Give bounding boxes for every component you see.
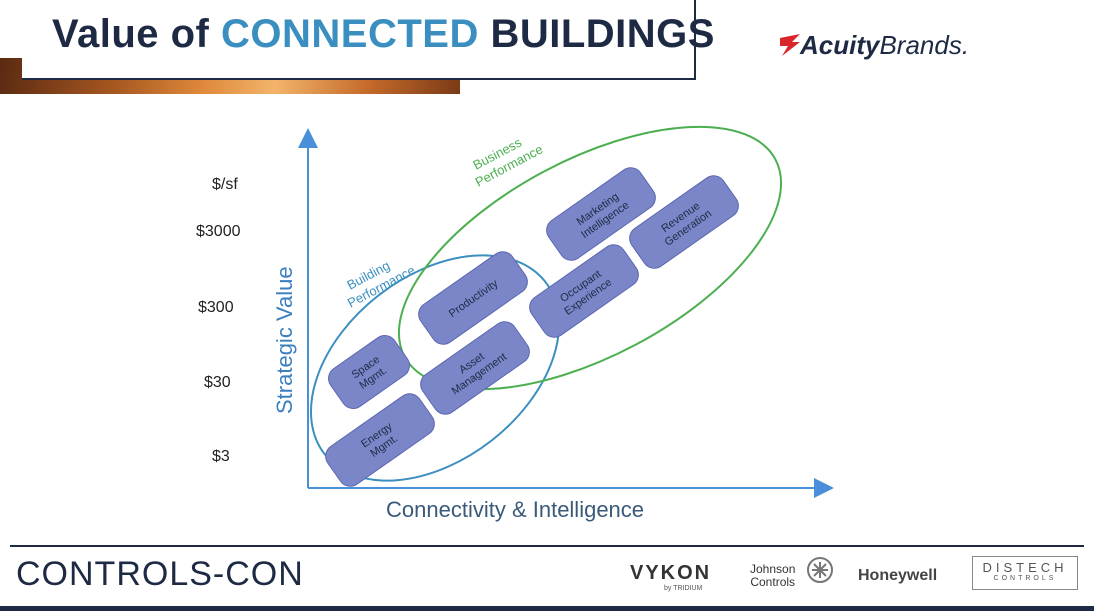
occupant-experience-box: OccupantExperience	[529, 244, 639, 338]
title-suffix: BUILDINGS	[478, 12, 715, 56]
y-tick-3000: $3000	[196, 223, 241, 240]
controls-con-logo: CONTROLS-CON	[16, 555, 304, 593]
acuity-brands-wordmark: AcuityBrands.	[800, 30, 970, 60]
vykon-sub-label: by TRIDIUM	[664, 585, 703, 592]
johnson-controls-logo: Johnson Controls	[750, 563, 795, 589]
distech-controls-logo: DISTECH CONTROLS	[972, 556, 1078, 590]
johnson-line1: Johnson	[750, 562, 796, 576]
building-performance-ellipse	[309, 254, 561, 482]
y-unit-label: $/sf	[212, 176, 238, 193]
johnson-controls-emblem-icon	[807, 557, 833, 583]
page-title: Value of CONNECTED BUILDINGS	[52, 12, 715, 57]
capability-boxes: EnergyMgmt.SpaceMgmt.AssetManagementProd…	[325, 167, 739, 487]
y-axis-label: Strategic Value	[272, 266, 297, 414]
vykon-logo: VYKON	[630, 562, 712, 584]
productivity-box: Productivity	[418, 251, 528, 345]
title-box: Value of CONNECTED BUILDINGS	[22, 0, 714, 80]
johnson-line2: Controls	[750, 575, 796, 589]
footer-divider	[10, 545, 1084, 547]
distech-line2: CONTROLS	[993, 575, 1057, 582]
asset-management-box: AssetManagement	[420, 321, 530, 415]
distech-line1: DISTECH	[982, 560, 1068, 575]
space-mgmt-box: SpaceMgmt.	[328, 335, 410, 409]
business-performance-label: Business Performance	[465, 127, 545, 189]
x-axis-label: Connectivity & Intelligence	[386, 497, 644, 522]
y-tick-3: $3	[212, 448, 230, 465]
energy-mgmt-box: EnergyMgmt.	[325, 393, 435, 487]
acuity-brands-logo: AcuityBrands.	[778, 26, 1018, 66]
y-tick-300: $300	[198, 299, 234, 316]
acuity-swoosh-icon	[780, 34, 800, 56]
honeywell-logo: Honeywell	[858, 567, 938, 584]
revenue-generation-box: RevenueGeneration	[629, 175, 739, 269]
title-accent: CONNECTED	[221, 12, 479, 56]
title-prefix: Value of	[52, 12, 221, 56]
footer-bottom-bar	[0, 606, 1094, 611]
y-tick-30: $30	[204, 374, 231, 391]
